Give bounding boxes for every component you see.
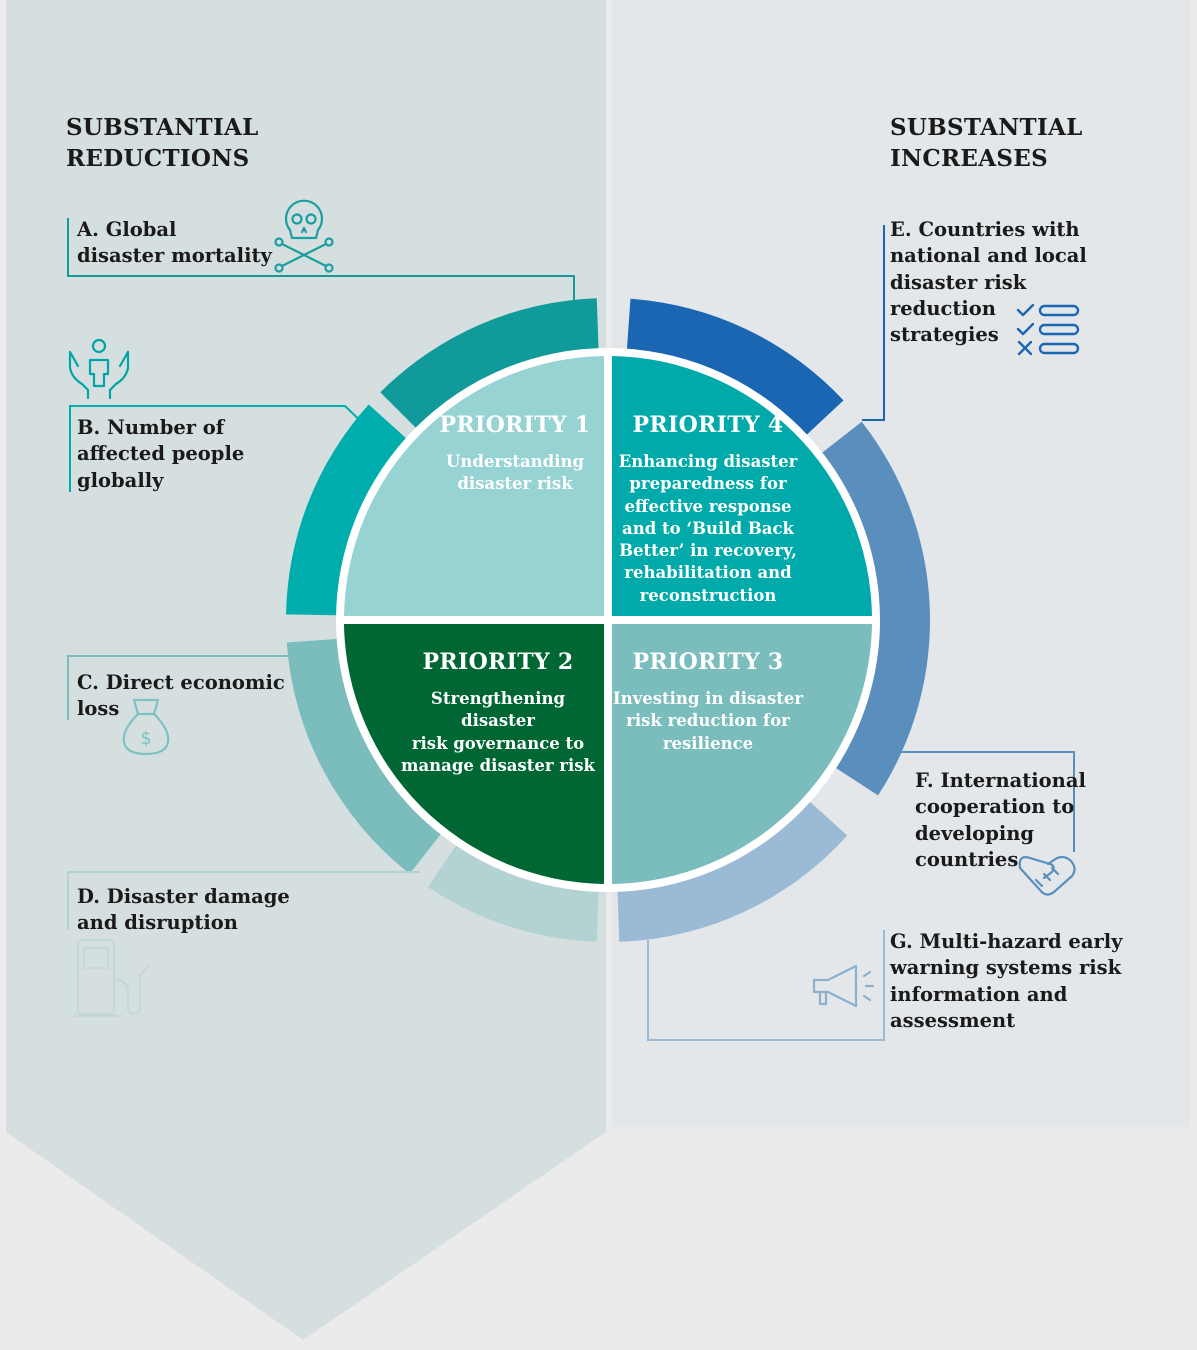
arc-target-b	[286, 404, 411, 616]
priority-2-desc: Strengthening disaster risk governance t…	[398, 688, 598, 777]
target-g-line-3: information and	[890, 982, 1068, 1006]
target-b-line-3: globally	[77, 468, 164, 492]
leader-line-b	[69, 405, 371, 492]
checklist-icon	[1016, 303, 1080, 356]
target-f-line-2: cooperation to	[915, 795, 1075, 819]
fuel-pump-icon	[72, 938, 150, 1018]
target-a-label: A. Global disaster mortality	[77, 217, 272, 270]
target-c-line-1: C. Direct economic	[77, 671, 285, 694]
leader-line-d	[67, 871, 420, 930]
target-a-line-1: A. Global	[77, 218, 177, 241]
priority-2-title: PRIORITY 2	[422, 649, 574, 675]
priority-4-title: PRIORITY 4	[632, 412, 784, 438]
priority-2-desc-line-4: manage disaster risk	[401, 755, 595, 775]
leader-line-g	[647, 930, 885, 1041]
leader-line-e	[862, 225, 885, 421]
priority-2-desc-line-2: disaster	[461, 711, 535, 731]
target-e-line-3: disaster risk	[890, 270, 1027, 294]
priority-4-desc-line-5: Better’ in recovery,	[619, 541, 797, 561]
priority-3-quadrant	[612, 624, 872, 884]
target-b-line-1: B. Number of	[77, 416, 225, 439]
target-c-line-2: loss	[77, 697, 120, 721]
priority-3-desc-line-3: resilience	[662, 733, 754, 753]
target-g-line-1: G. Multi-hazard early	[890, 930, 1123, 953]
right-heading: SUBSTANTIAL INCREASES	[890, 112, 1083, 174]
priority-2-desc-line-1: Strengthening	[430, 689, 566, 708]
arc-target-c	[286, 638, 445, 874]
target-f-line-1: F. International	[915, 769, 1086, 792]
target-c-label: C. Direct economic loss	[77, 670, 285, 723]
priority-1-quadrant	[344, 356, 604, 616]
target-f-line-3: developing	[915, 821, 1035, 845]
arc-target-e	[626, 298, 844, 439]
left-heading-line-1: SUBSTANTIAL	[66, 114, 259, 141]
handshake-icon	[1018, 855, 1076, 896]
target-g-label: G. Multi-hazard early warning systems ri…	[890, 929, 1123, 1034]
left-heading: SUBSTANTIAL REDUCTIONS	[66, 112, 259, 174]
target-f-line-4: countries	[915, 847, 1019, 871]
target-d-line-1: D. Disaster damage	[77, 885, 290, 908]
target-e-line-5: strategies	[890, 323, 999, 347]
skull-crossbones-icon	[274, 199, 334, 273]
target-g-line-4: assessment	[890, 1008, 1016, 1032]
priority-4-desc: Enhancing disaster preparedness for effe…	[608, 451, 808, 607]
right-heading-line-1: SUBSTANTIAL	[890, 114, 1083, 141]
target-e-line-4: reduction	[890, 296, 996, 320]
priority-3-desc-line-2: risk reduction for	[626, 711, 790, 731]
priority-1-desc: Understanding disaster risk	[425, 451, 605, 496]
target-b-label: B. Number of affected people globally	[77, 415, 244, 494]
target-f-label: F. International cooperation to developi…	[915, 768, 1086, 873]
money-bag-icon: $	[122, 698, 170, 756]
priority-1-desc-line-1: Understanding	[445, 452, 585, 471]
svg-text:$: $	[140, 728, 151, 749]
leader-line-a	[67, 218, 575, 300]
priority-4-desc-line-2: preparedness for	[629, 474, 787, 494]
priority-4-desc-line-1: Enhancing disaster	[618, 452, 798, 471]
target-e-line-1: E. Countries with	[890, 218, 1080, 241]
priority-3-title: PRIORITY 3	[632, 649, 784, 675]
priority-2-quadrant	[344, 624, 604, 884]
priority-4-desc-line-3: effective response	[624, 496, 792, 516]
priority-4-desc-line-7: reconstruction	[639, 585, 777, 605]
priority-4-desc-line-6: rehabilitation and	[624, 563, 792, 583]
priority-4-desc-line-4: and to ‘Build Back	[622, 518, 794, 538]
leader-line-c	[67, 655, 320, 720]
target-d-label: D. Disaster damage and disruption	[77, 884, 290, 937]
priority-3-desc: Investing in disaster risk reduction for…	[608, 688, 808, 755]
priority-1-title: PRIORITY 1	[439, 412, 591, 438]
person-in-hands-icon	[68, 338, 130, 400]
priority-1-desc-line-2: disaster risk	[457, 474, 573, 494]
target-e-line-2: national and local	[890, 244, 1087, 268]
left-heading-line-2: REDUCTIONS	[66, 145, 250, 173]
megaphone-icon	[812, 964, 875, 1008]
priority-wheel-border	[336, 348, 880, 892]
right-heading-line-2: INCREASES	[890, 145, 1049, 173]
target-d-line-2: and disruption	[77, 911, 238, 935]
priority-3-desc-line-1: Investing in disaster	[612, 689, 804, 708]
target-e-label: E. Countries with national and local dis…	[890, 217, 1087, 349]
target-g-line-2: warning systems risk	[890, 956, 1122, 980]
leader-line-f	[900, 751, 1075, 852]
arc-target-g	[617, 797, 848, 942]
target-a-line-2: disaster mortality	[77, 244, 272, 268]
target-b-line-2: affected people	[77, 442, 245, 466]
arc-target-a	[380, 298, 599, 432]
arc-target-d	[427, 840, 599, 942]
priority-4-quadrant	[612, 356, 872, 616]
priority-2-desc-line-3: risk governance to	[411, 733, 585, 753]
